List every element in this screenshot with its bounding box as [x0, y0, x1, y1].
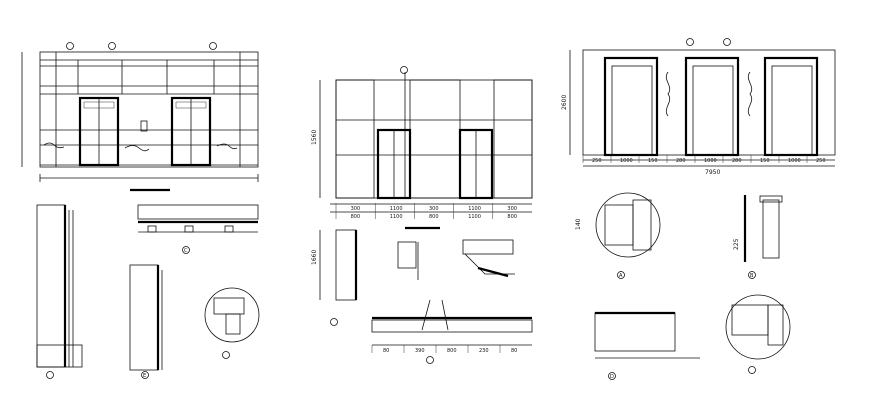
- center-left-dim: 1660: [311, 250, 318, 265]
- right-dim-7: 1000: [788, 158, 801, 164]
- center-lower-dim-0: 800: [351, 214, 361, 220]
- right-b-dim: 225: [733, 238, 740, 250]
- right-dim-0: 250: [592, 158, 602, 164]
- annotations: 2600 7950 1560 1660 140 225 A B C D E: [143, 95, 754, 380]
- marker-c: C: [184, 248, 188, 254]
- center-lower-dim-1: 1100: [390, 214, 403, 220]
- right-elevation: [569, 38, 836, 167]
- right-dim-2: 150: [648, 158, 658, 164]
- marker-b: B: [750, 273, 754, 279]
- center-dim-0: 300: [351, 206, 361, 212]
- marker-a: A: [619, 273, 623, 279]
- right-dim-1: 1000: [620, 158, 633, 164]
- right-dim-5: 280: [732, 158, 742, 164]
- center-dim-2: 300: [429, 206, 439, 212]
- center-section-dim-0: 80: [383, 348, 389, 354]
- right-height-dim: 2600: [561, 95, 568, 110]
- center-dim-4: 300: [507, 206, 517, 212]
- center-dim-3: 1100: [468, 206, 481, 212]
- center-elevation: [319, 66, 533, 230]
- right-total-dim: 7950: [705, 169, 720, 176]
- center-lower-dim-3: 1100: [468, 214, 481, 220]
- center-lower-dim-2: 800: [429, 214, 439, 220]
- circle-detail-e: [725, 294, 791, 374]
- center-section-dim-2: 800: [447, 348, 457, 354]
- marker-e: E: [143, 373, 146, 379]
- center-section-mid: [397, 239, 515, 280]
- center-dim-1: 1100: [390, 206, 403, 212]
- center-height-dim: 1560: [311, 130, 318, 145]
- dimension-strings: 250 1000 150 280 1000 280 150 1000 250 300 1100 300…: [335, 155, 826, 354]
- center-plan-section: [371, 299, 533, 364]
- center-section-dim-4: 80: [511, 348, 517, 354]
- right-dim-8: 250: [816, 158, 826, 164]
- left-wall-section: [36, 204, 83, 379]
- section-detail-d: [594, 311, 700, 380]
- circle-detail-a: [595, 192, 661, 279]
- center-section-left: [319, 229, 358, 326]
- ceiling-detail: [137, 204, 259, 254]
- left-wall-section-b: [129, 264, 163, 379]
- marker-d: D: [610, 374, 614, 380]
- section-detail-b: [743, 195, 783, 279]
- left-elevation: [21, 42, 259, 192]
- right-dim-6: 150: [760, 158, 770, 164]
- right-dim-3: 280: [676, 158, 686, 164]
- center-lower-dim-4: 800: [507, 214, 517, 220]
- right-dim-4: 1000: [704, 158, 717, 164]
- center-section-dim-1: 390: [415, 348, 425, 354]
- center-section-dim-3: 230: [479, 348, 489, 354]
- right-a-dim: 140: [575, 218, 582, 230]
- circle-detail-left: [204, 287, 260, 359]
